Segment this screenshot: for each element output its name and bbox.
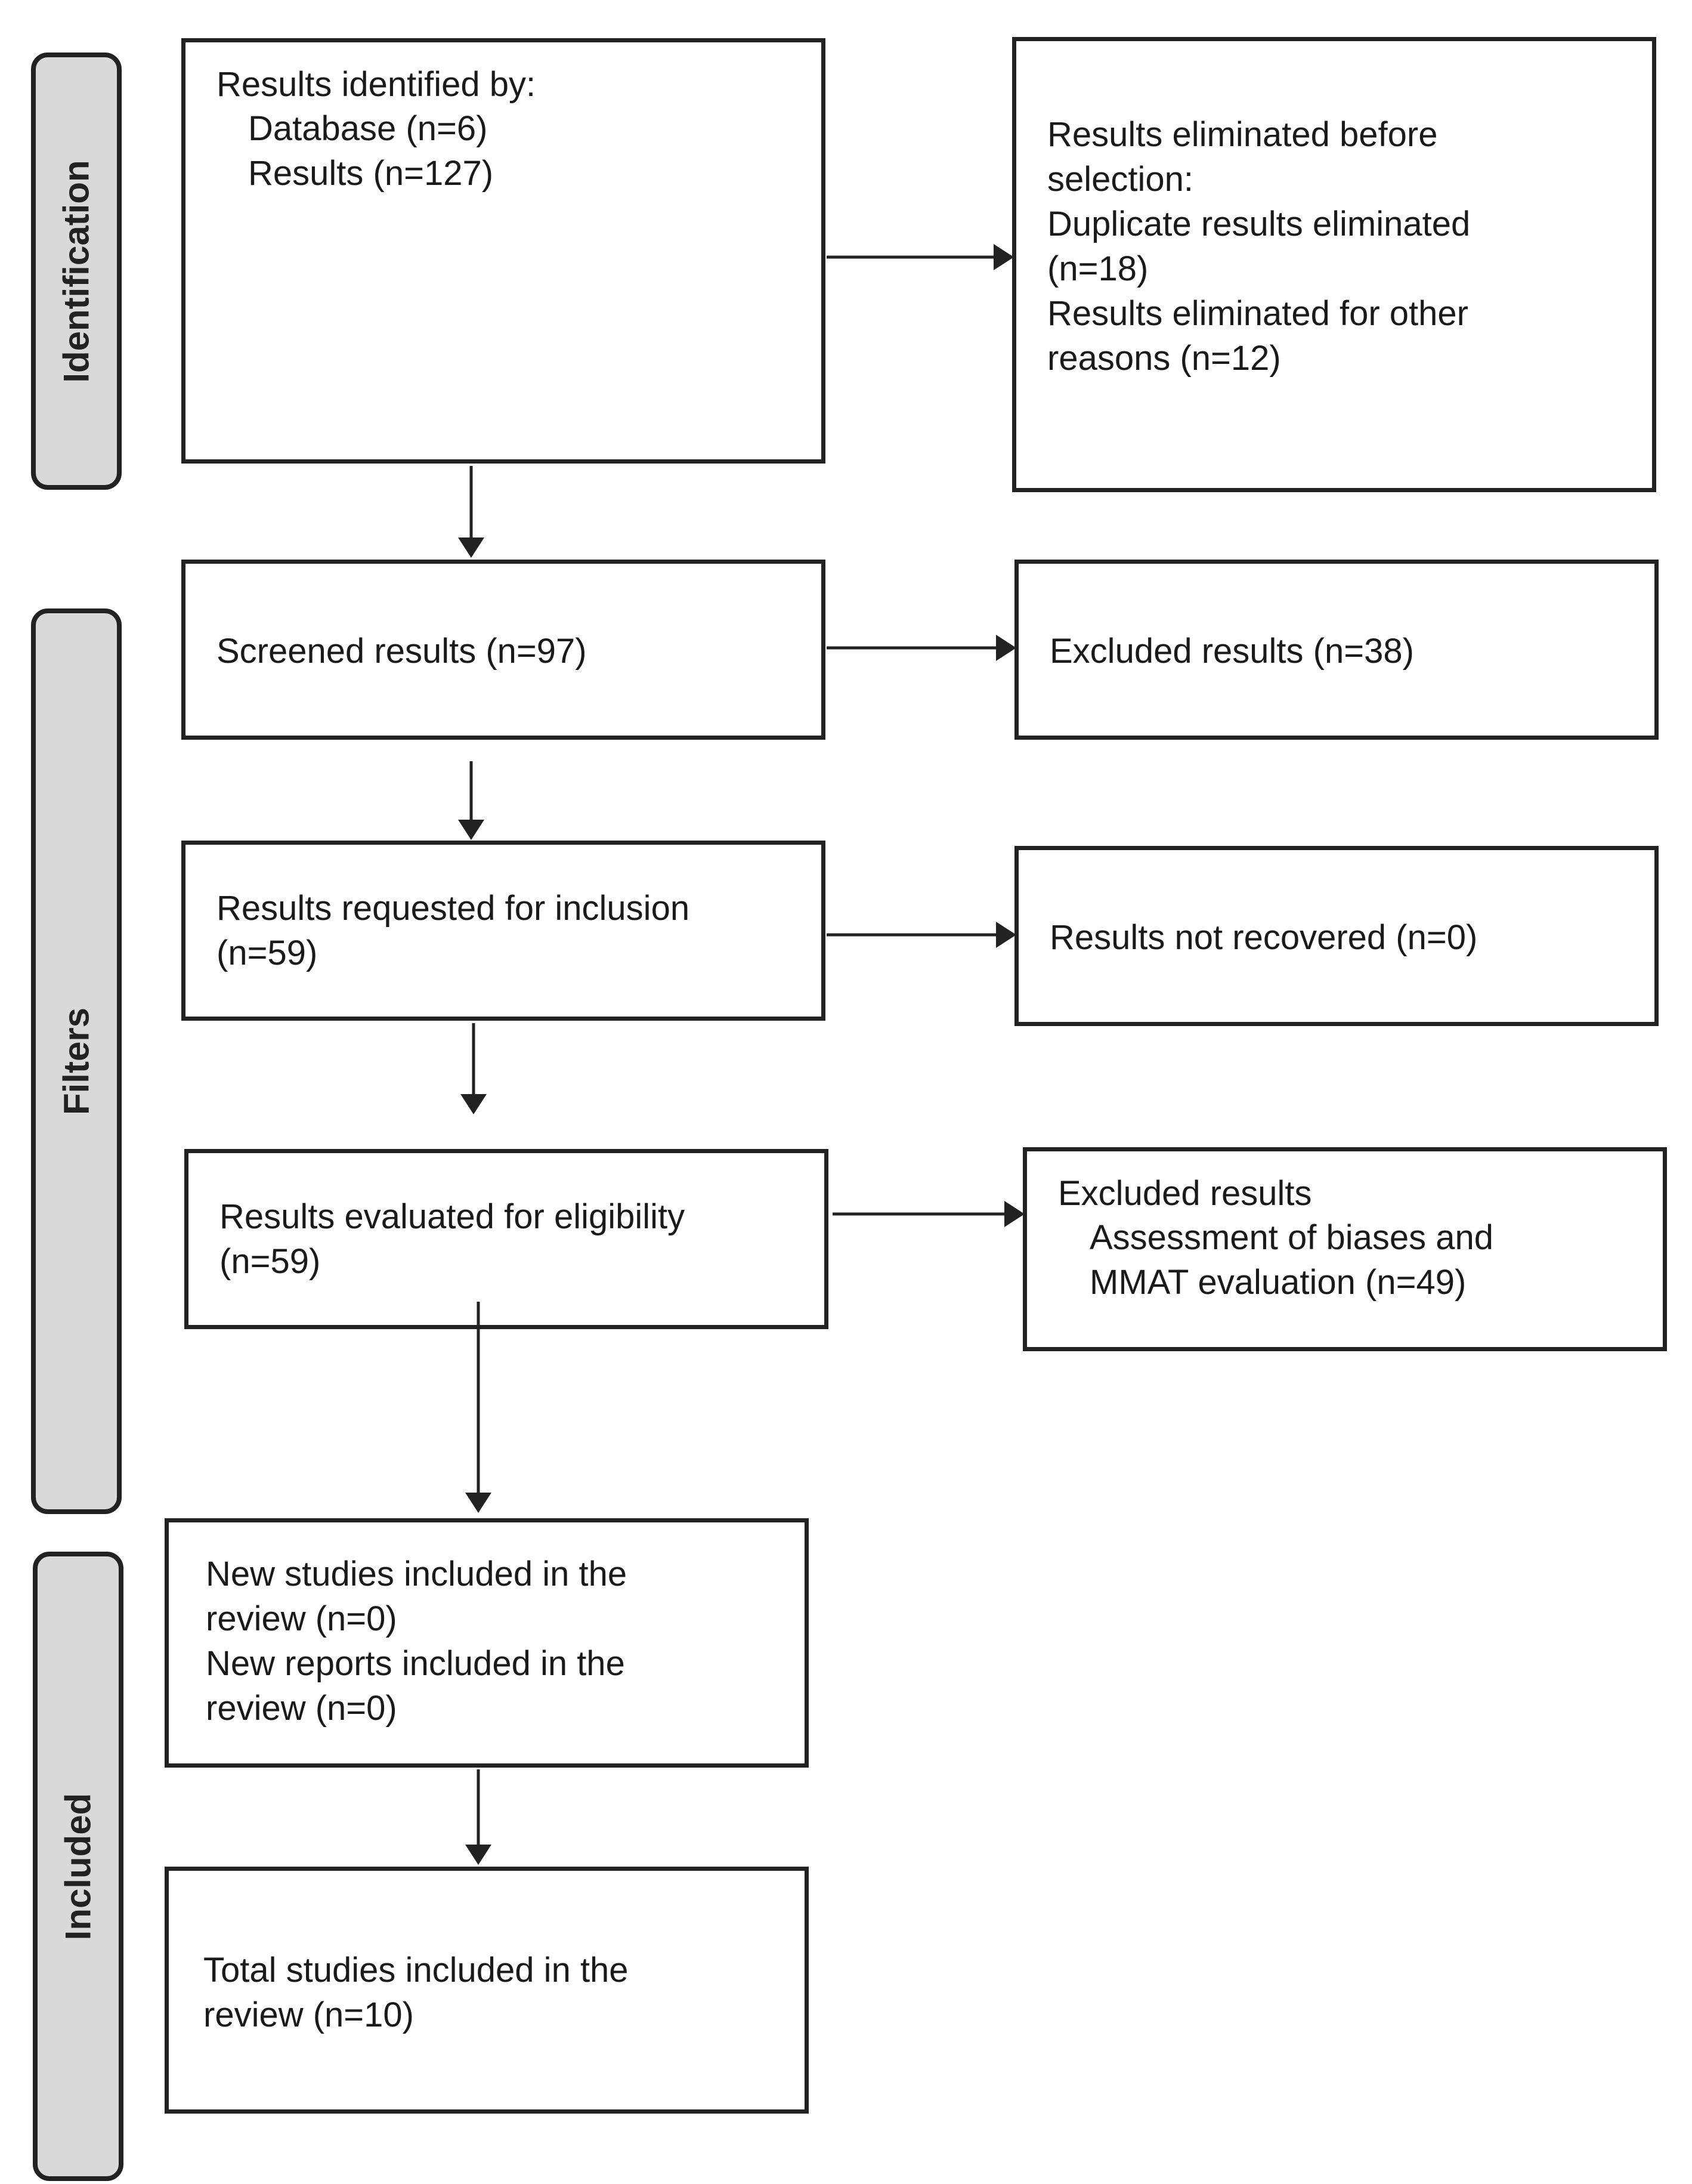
new-included-line1: New studies included in the bbox=[206, 1555, 627, 1593]
new-included-line4: review (n=0) bbox=[206, 1689, 397, 1728]
not-recovered-box: Results not recovered (n=0) bbox=[1014, 846, 1659, 1026]
eliminated-line6: reasons (n=12) bbox=[1047, 339, 1281, 378]
excluded-eligibility-line2: Assessment of biases and bbox=[1090, 1218, 1494, 1257]
stage-filters: Filters bbox=[31, 608, 122, 1514]
not-recovered-text: Results not recovered (n=0) bbox=[1050, 918, 1478, 957]
evaluated-box: Results evaluated for eligibility (n=59) bbox=[184, 1149, 828, 1329]
total-line1: Total studies included in the bbox=[203, 1951, 629, 1990]
requested-line2: (n=59) bbox=[216, 934, 318, 972]
eliminated-box: Results eliminated before selection: Dup… bbox=[1012, 37, 1656, 492]
requested-line1: Results requested for inclusion bbox=[216, 889, 690, 928]
stage-included: Included bbox=[33, 1552, 123, 2181]
excluded-eligibility-box: Excluded results Assessment of biases an… bbox=[1023, 1147, 1667, 1351]
new-included-line3: New reports included in the bbox=[206, 1644, 625, 1683]
eliminated-line2: selection: bbox=[1047, 160, 1194, 199]
total-line2: review (n=10) bbox=[203, 1995, 414, 2034]
eliminated-line4: (n=18) bbox=[1047, 249, 1149, 288]
identified-results: Results (n=127) bbox=[248, 154, 494, 193]
stage-identification: Identification bbox=[31, 52, 122, 490]
excluded-screening-box: Excluded results (n=38) bbox=[1014, 560, 1659, 740]
excluded-screening-text: Excluded results (n=38) bbox=[1050, 632, 1414, 671]
stage-included-label: Included bbox=[58, 1793, 98, 1940]
stage-filters-label: Filters bbox=[56, 1007, 97, 1116]
eliminated-line5: Results eliminated for other bbox=[1047, 294, 1468, 333]
screened-box: Screened results (n=97) bbox=[181, 560, 825, 740]
requested-box: Results requested for inclusion (n=59) bbox=[181, 841, 825, 1021]
evaluated-line2: (n=59) bbox=[219, 1242, 321, 1281]
total-box: Total studies included in the review (n=… bbox=[165, 1867, 809, 2114]
eliminated-line1: Results eliminated before bbox=[1047, 115, 1438, 154]
identified-box: Results identified by: Database (n=6) Re… bbox=[181, 38, 825, 464]
screened-text: Screened results (n=97) bbox=[216, 632, 587, 671]
stage-identification-label: Identification bbox=[56, 159, 97, 383]
eliminated-line3: Duplicate results eliminated bbox=[1047, 205, 1471, 243]
identified-heading: Results identified by: bbox=[216, 65, 536, 104]
new-included-line2: review (n=0) bbox=[206, 1599, 397, 1638]
evaluated-line1: Results evaluated for eligibility bbox=[219, 1197, 685, 1236]
new-included-box: New studies included in the review (n=0)… bbox=[165, 1518, 809, 1768]
identified-database: Database (n=6) bbox=[248, 109, 488, 148]
excluded-eligibility-line1: Excluded results bbox=[1058, 1174, 1312, 1213]
excluded-eligibility-line3: MMAT evaluation (n=49) bbox=[1090, 1263, 1467, 1302]
